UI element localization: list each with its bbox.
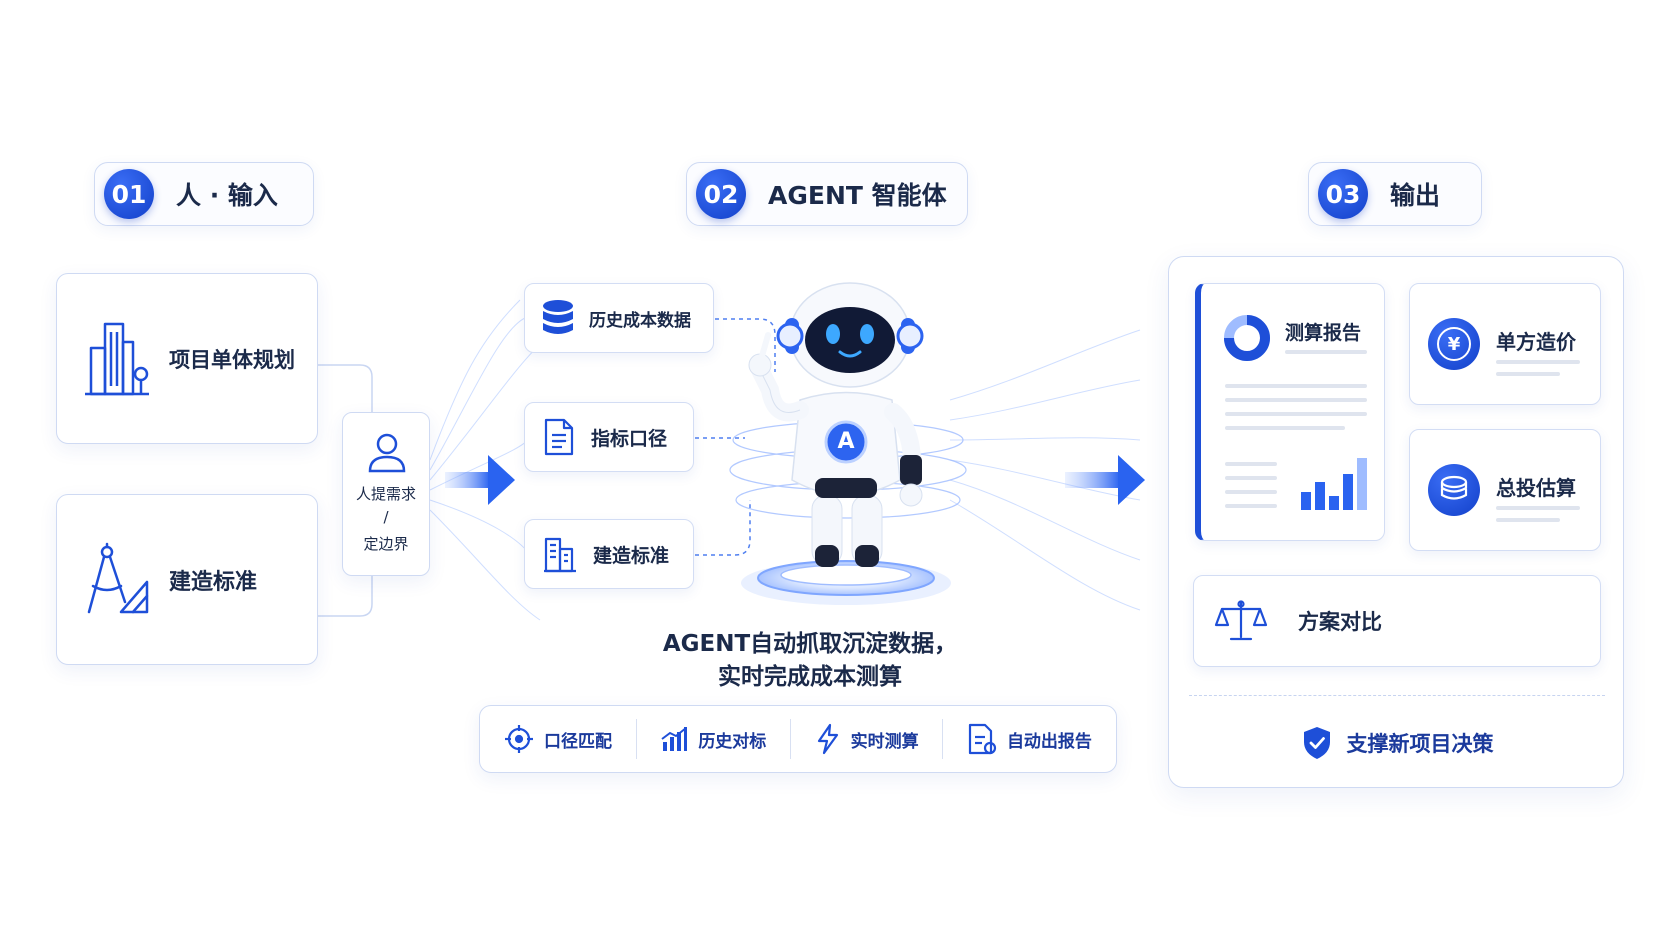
lightning-icon: [817, 723, 838, 755]
source-card-history-cost: 历史成本数据: [524, 283, 714, 353]
output-label: 总投估算: [1496, 476, 1576, 500]
section-title: 输出: [1390, 181, 1441, 210]
robot-platform: [741, 560, 951, 605]
source-label: 指标口径: [591, 427, 668, 450]
input-label: 项目单体规划: [169, 347, 295, 372]
connector-line: [318, 364, 373, 412]
divider: [942, 719, 944, 759]
connector-line: [318, 576, 373, 617]
placeholder-line: [1225, 476, 1277, 480]
placeholder-line: [1225, 384, 1367, 388]
robot-illustration: [748, 282, 924, 567]
section-header-input: 01 人 · 输入: [94, 162, 314, 226]
requirement-text-line: 定边界: [363, 535, 409, 553]
building-icon: [544, 537, 576, 573]
input-card-construction-standard: 建造标准: [56, 494, 318, 665]
capability-label: 口径匹配: [544, 731, 612, 752]
placeholder-line: [1496, 372, 1560, 376]
divider: [1189, 695, 1605, 696]
output-label: 单方造价: [1496, 330, 1576, 354]
target-icon: [505, 725, 533, 753]
placeholder-line: [1225, 398, 1367, 402]
yen-ring: ¥: [1437, 327, 1471, 361]
capability-chip: 口径匹配: [484, 706, 632, 772]
section-number-badge: 01: [104, 169, 154, 219]
capability-label: 自动出报告: [1006, 731, 1092, 752]
input-card-project-planning: 项目单体规划: [56, 273, 318, 444]
capability-chip: 自动出报告: [947, 706, 1112, 772]
divider: [789, 719, 791, 759]
divider: [635, 719, 637, 759]
coins-icon: [1428, 464, 1480, 516]
placeholder-line: [1225, 504, 1277, 508]
source-card-construction-standard: 建造标准: [524, 519, 694, 589]
output-label: 测算报告: [1285, 322, 1362, 344]
placeholder-line: [1225, 462, 1277, 466]
bar-chart-icon: [661, 727, 688, 751]
section-number-badge: 02: [696, 169, 746, 219]
output-card-unit-price: ¥ 单方造价: [1409, 283, 1601, 405]
donut-chart-icon: [1224, 315, 1270, 361]
database-icon: [543, 300, 573, 334]
output-panel: 测算报告 ¥ 单方造价: [1168, 256, 1624, 788]
agent-caption-line: 实时完成成本测算: [718, 664, 902, 690]
yen-icon: ¥: [1428, 318, 1480, 370]
building-icon: [85, 322, 149, 395]
section-header-agent: 02 AGENT 智能体: [686, 162, 968, 226]
dashed-connectors: [695, 318, 776, 556]
source-card-index-caliber: 指标口径: [524, 402, 694, 472]
placeholder-line: [1225, 426, 1345, 430]
decision-label: 支撑新项目决策: [1346, 732, 1494, 756]
document-icon: [544, 418, 574, 456]
right-flow-lines: [949, 329, 1141, 611]
shield-check-icon: [1303, 727, 1330, 759]
source-label: 建造标准: [593, 544, 670, 567]
report-icon: [968, 723, 997, 755]
agent-caption-line: AGENT自动抓取沉淀数据，: [662, 631, 958, 657]
placeholder-line: [1496, 360, 1580, 364]
compass-ruler-icon: [87, 542, 149, 613]
section-title: 人 · 输入: [176, 181, 278, 210]
arrow-right-icon: [1065, 455, 1145, 505]
bar-chart-icon: [1301, 458, 1367, 510]
person-icon: [368, 433, 406, 473]
placeholder-line: [1496, 506, 1580, 510]
placeholder-line: [1225, 412, 1367, 416]
arrow-right-icon: [445, 455, 515, 505]
placeholder-line: [1225, 490, 1277, 494]
robot-badge-letter: A: [837, 429, 855, 454]
placeholder-line: [1496, 518, 1560, 522]
capability-label: 历史对标: [698, 731, 767, 752]
source-label: 历史成本数据: [589, 310, 691, 331]
output-label: 方案对比: [1298, 610, 1382, 634]
capability-strip: 口径匹配 历史对标 实时测算 自动出报告: [479, 705, 1117, 773]
requirement-text-line: 人提需求: [355, 485, 416, 503]
capability-chip: 历史对标: [640, 706, 786, 772]
output-card-scheme-compare: 方案对比: [1193, 575, 1601, 667]
input-label: 建造标准: [169, 569, 258, 595]
balance-scale-icon: [1214, 600, 1268, 641]
section-number-badge: 03: [1318, 169, 1368, 219]
decision-support: 支撑新项目决策: [1169, 715, 1625, 771]
section-title: AGENT 智能体: [768, 181, 947, 210]
requirement-card: 人提需求 / 定边界: [342, 412, 430, 576]
requirement-text-line: /: [383, 508, 389, 526]
agent-caption: AGENT自动抓取沉淀数据， 实时完成成本测算: [600, 628, 1020, 694]
capability-label: 实时测算: [850, 731, 919, 752]
placeholder-line: [1285, 350, 1367, 354]
output-card-total-investment: 总投估算: [1409, 429, 1601, 551]
section-header-output: 03 输出: [1308, 162, 1482, 226]
capability-chip: 实时测算: [795, 706, 939, 772]
output-card-report: 测算报告: [1195, 283, 1385, 541]
